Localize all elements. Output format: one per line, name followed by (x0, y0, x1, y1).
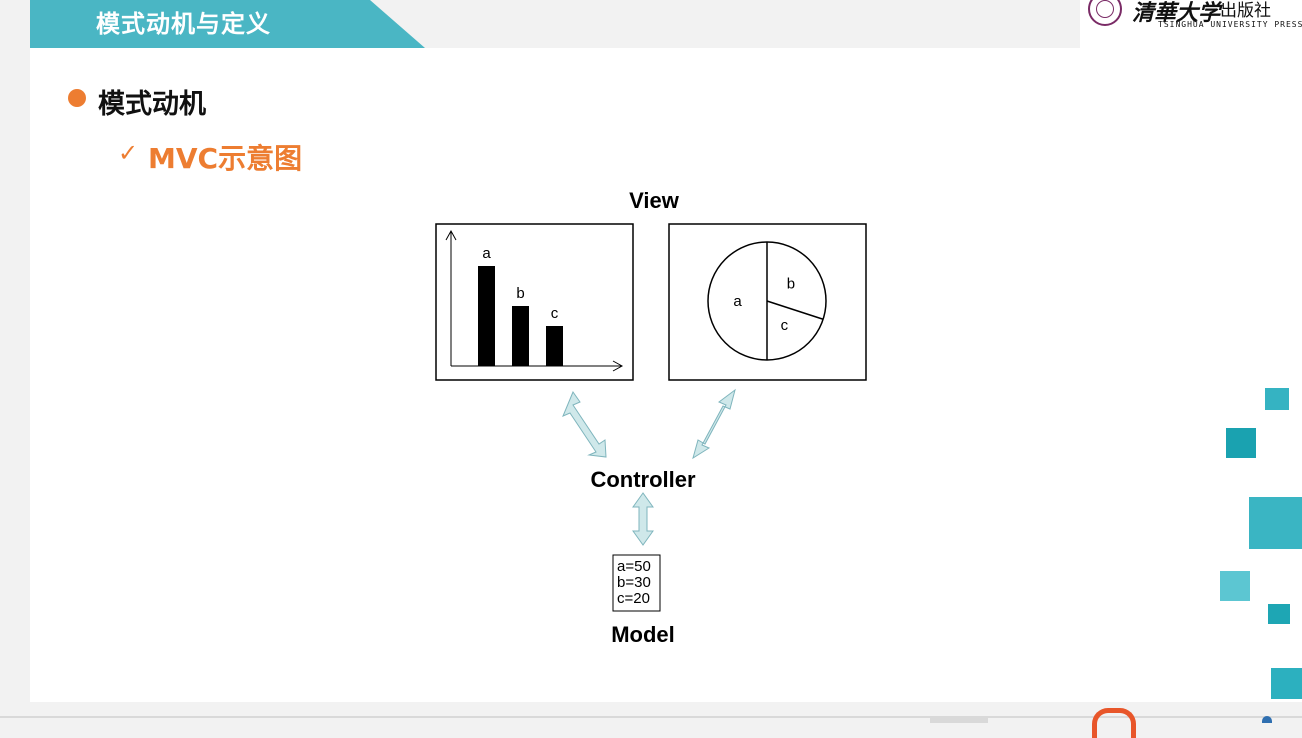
header-tab (30, 0, 425, 48)
model-value: c=20 (617, 590, 650, 607)
controller-model-arrow (632, 492, 654, 546)
bar (546, 326, 563, 366)
bar-label: b (516, 285, 524, 302)
decor-square (1226, 428, 1256, 458)
pie-slice-label: c (781, 317, 789, 334)
bar-chart-x-arrow-icon (612, 360, 624, 372)
pie-chart: b c a (707, 241, 827, 361)
header-title: 模式动机与定义 (96, 10, 271, 38)
seal-icon (1088, 0, 1122, 26)
pie-slice-edge (766, 300, 824, 320)
model-value: a=50 (617, 558, 651, 575)
mvc-diagram: View a b c b c a Controller a=50b=30c=20 Mod… (435, 188, 1302, 699)
decor-square (1265, 388, 1289, 410)
bullet-heading: 模式动机 (98, 89, 206, 120)
model-values: a=50b=30c=20 (617, 558, 651, 607)
logo-english-name: TSINGHUA UNIVERSITY PRESS (1158, 20, 1302, 29)
footer-logo-icon (1092, 708, 1136, 738)
footer-mark-icon (1262, 716, 1272, 723)
footer-line (0, 716, 1302, 718)
model-value: b=30 (617, 574, 651, 591)
pie-slice-label: a (733, 293, 742, 310)
model-label: Model (611, 622, 675, 647)
decor-square (1268, 604, 1290, 624)
bar-chart-view (435, 223, 634, 381)
bar (478, 266, 495, 366)
bar (512, 306, 529, 366)
footer-block (930, 718, 988, 723)
view-label: View (629, 188, 680, 213)
bar-chart: a b c (478, 245, 563, 366)
controller-label: Controller (590, 467, 696, 492)
subbullet-heading: MVC示意图 (148, 142, 303, 175)
pie-slice-label: b (787, 276, 795, 293)
decor-square (1249, 497, 1302, 549)
bar-chart-y-arrow-icon (445, 229, 457, 241)
view-controller-arrow-right (692, 388, 736, 460)
bullet-dot-icon (68, 89, 86, 107)
bar-label: c (551, 305, 559, 322)
slide: 模式动机与定义 清華大学 出版社 TSINGHUA UNIVERSITY PRE… (30, 0, 1302, 702)
model-box (612, 554, 661, 612)
logo-publisher: 出版社 (1220, 1, 1271, 21)
decor-square (1220, 571, 1250, 601)
bar-label: a (482, 245, 491, 262)
decor-square (1271, 668, 1302, 699)
logo-chinese-name: 清華大学 (1132, 0, 1221, 26)
check-icon: ✓ (118, 139, 139, 167)
publisher-logo: 清華大学 出版社 TSINGHUA UNIVERSITY PRESS (1080, 0, 1302, 48)
view-controller-arrow-left (562, 390, 607, 458)
